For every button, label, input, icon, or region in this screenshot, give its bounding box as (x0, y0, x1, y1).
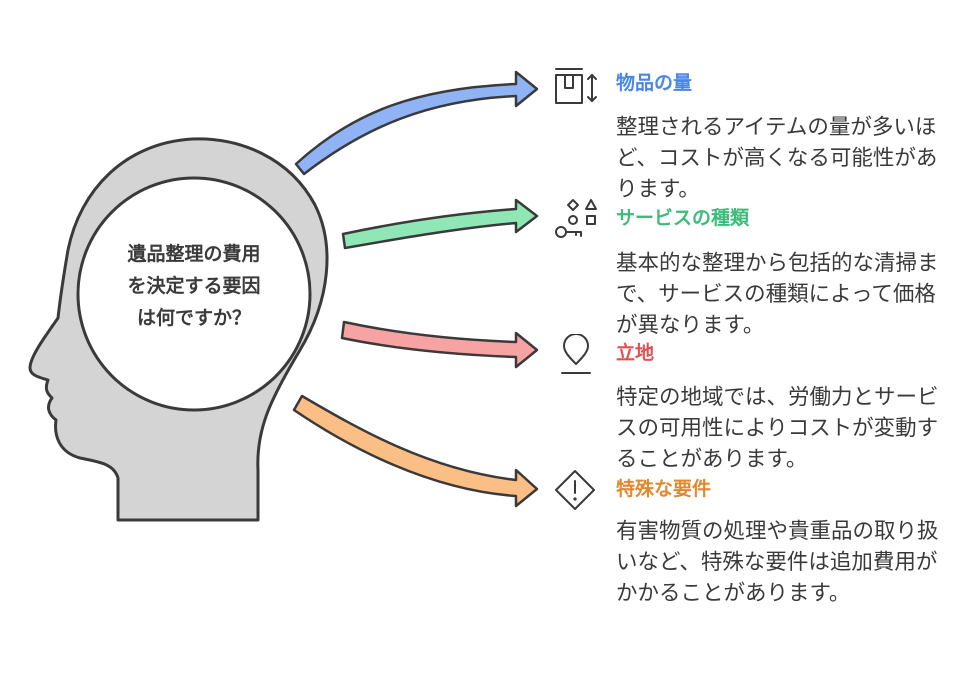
item-desc-special-requirements: 有害物質の処理や貴重品の取り扱いなど、特殊な要件は追加費用がかかることがあります… (616, 519, 939, 606)
center-line-3: は何ですか？ (136, 307, 251, 329)
location-pin-icon (561, 334, 591, 374)
shapes-key-icon (555, 199, 597, 238)
item-title-special-requirements: 特殊な要件 (616, 478, 712, 500)
item-title-location: 立地 (616, 342, 655, 364)
center-line-1: 遺品整理の費用 (127, 243, 261, 265)
center-question: 遺品整理の費用 を決定する要因 は何ですか？ (96, 238, 292, 334)
arrow-item-2 (341, 198, 539, 250)
box-size-icon (555, 68, 597, 104)
center-line-2: を決定する要因 (127, 275, 261, 297)
item-title-quantity: 物品の量 (616, 72, 693, 94)
warning-diamond-icon (555, 470, 595, 510)
arrow-item-1 (294, 70, 539, 176)
item-desc-service-type: 基本的な整理から包括的な清掃まで、サービスの種類によって価格が異なります。 (616, 251, 939, 338)
item-desc-location: 特定の地域では、労働力とサービスの可用性によりコストが変動することがあります。 (616, 385, 939, 472)
center-circle (76, 176, 312, 412)
arrow-item-4 (292, 394, 539, 508)
item-title-service-type: サービスの種類 (616, 207, 750, 229)
arrow-item-3 (340, 320, 539, 369)
item-desc-quantity: 整理されるアイテムの量が多いほど、コストが高くなる可能性があります。 (616, 115, 938, 202)
